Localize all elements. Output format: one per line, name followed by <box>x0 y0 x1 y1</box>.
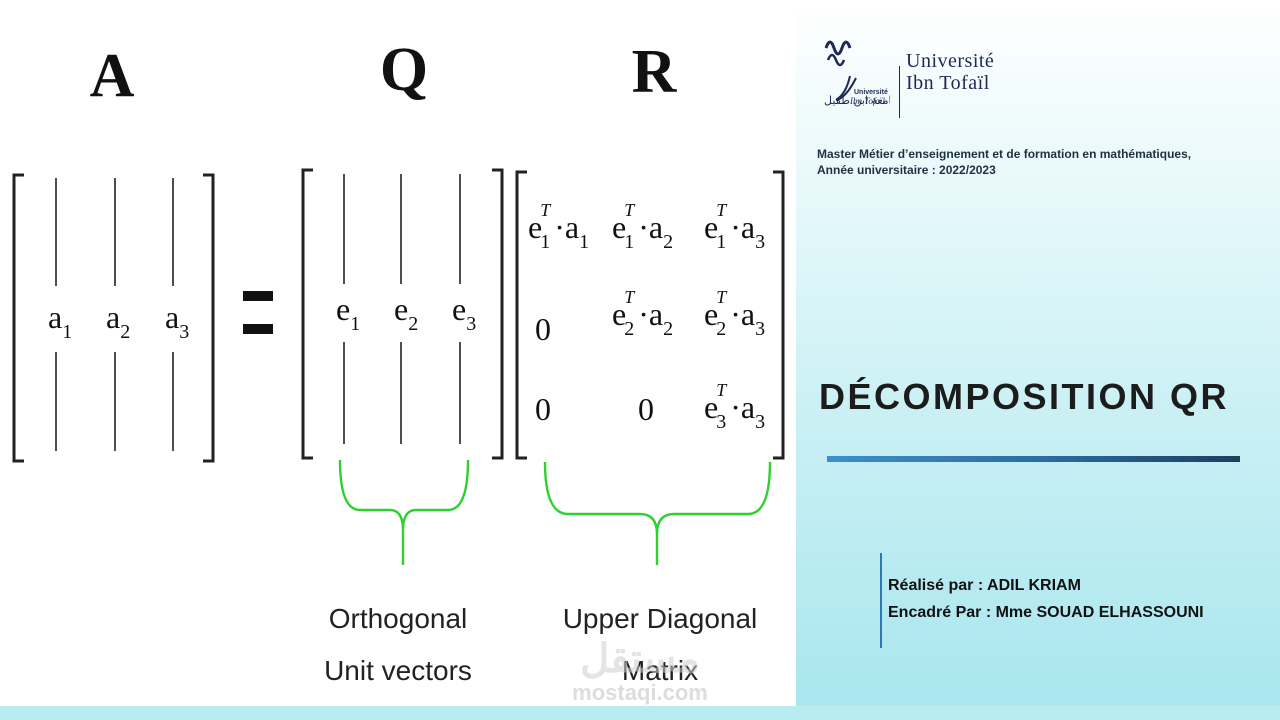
watermark-arabic: مستقل <box>580 637 700 681</box>
program-line2: Année universitaire : 2022/2023 <box>817 163 996 177</box>
authors-accent-bar <box>880 553 882 648</box>
slide-title: DÉCOMPOSITION QR <box>819 376 1230 417</box>
r-entry-32: 0 <box>638 391 654 427</box>
caption-q-line2: Unit vectors <box>324 655 472 686</box>
vector-e1: e1 <box>336 291 360 335</box>
label-q: Q <box>380 36 428 104</box>
author-realise: Réalisé par : ADIL KRIAM <box>888 577 1081 594</box>
vector-e3: e3 <box>452 291 476 335</box>
label-a: A <box>90 42 135 110</box>
title-panel: جامعة ابن طفيل Université Ibn Tofaïl Uni… <box>796 0 1280 706</box>
calligraphy-logo-icon: جامعة ابن طفيل Université Ibn Tofaïl <box>824 40 890 107</box>
qr-figure: A Q R a1 a2 a3 <box>12 36 785 705</box>
equals-sign <box>243 291 273 301</box>
svg-text:جامعة ابن طفيل: جامعة ابن طفيل <box>824 94 890 107</box>
bracket-a-right <box>203 173 215 463</box>
svg-text:Ibn Tofaïl: Ibn Tofaïl <box>849 96 885 106</box>
brace-r <box>543 461 772 565</box>
author-encadre: Encadré Par : Mme SOUAD ELHASSOUNI <box>888 604 1204 621</box>
university-name-line1: Université <box>906 50 995 72</box>
qr-diagram: A Q R a1 a2 a3 <box>12 36 785 705</box>
label-r: R <box>632 38 678 106</box>
brace-q <box>338 459 470 565</box>
logo-divider <box>899 66 900 118</box>
bracket-q-left <box>301 168 313 460</box>
equals-sign <box>243 324 273 334</box>
svg-text:Université: Université <box>854 89 888 96</box>
university-name: Université Ibn Tofaïl <box>906 50 994 94</box>
bracket-r-left <box>515 170 527 460</box>
university-name-line2: Ibn Tofaïl <box>906 72 990 94</box>
university-logo: جامعة ابن طفيل Université Ibn Tofaïl Uni… <box>810 20 1010 118</box>
bracket-a-left <box>12 173 24 463</box>
vector-a2: a2 <box>106 299 130 343</box>
watermark-latin: mostaqi.com <box>572 680 708 705</box>
bracket-q-right <box>492 168 504 460</box>
title-underline <box>827 456 1240 462</box>
authors-block: Réalisé par : ADIL KRIAM Encadré Par : M… <box>888 572 1204 626</box>
r-entry-31: 0 <box>535 391 551 427</box>
caption-q-line1: Orthogonal <box>329 603 468 634</box>
bottom-strip <box>0 706 1280 720</box>
program-info: Master Métier d’enseignement et de forma… <box>817 146 1257 178</box>
vector-a3: a3 <box>165 299 189 343</box>
r-entry-21: 0 <box>535 311 551 347</box>
vector-e2: e2 <box>394 291 418 335</box>
program-line1: Master Métier d’enseignement et de forma… <box>817 147 1192 161</box>
bracket-r-right <box>773 170 785 460</box>
caption-r-line2: Matrix <box>622 655 698 686</box>
caption-r-line1: Upper Diagonal <box>563 603 758 634</box>
vector-a1: a1 <box>48 299 72 343</box>
